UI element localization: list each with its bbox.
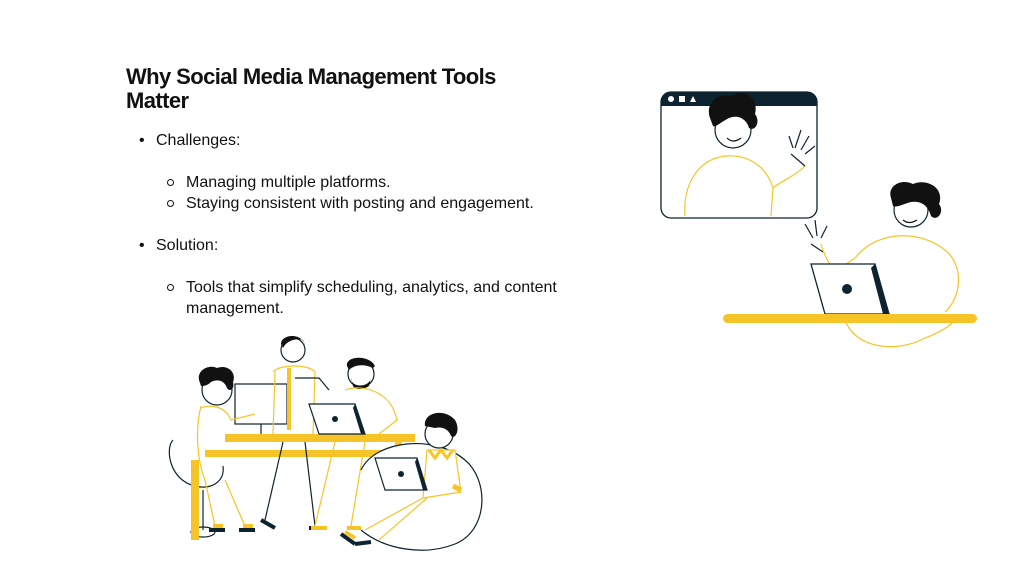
bullet-solution: Solution:: [139, 235, 599, 256]
slide-title: Why Social Media Management Tools Matter: [126, 64, 496, 113]
sub-bullet-tools: Tools that simplify scheduling, analytic…: [139, 277, 599, 319]
bullet-challenges: Challenges:: [139, 130, 599, 151]
video-call-illustration: [660, 91, 977, 348]
team-collaboration-illustration: [168, 336, 483, 551]
bullet-list: Challenges: Managing multiple platforms.…: [139, 130, 599, 319]
sub-bullet-platforms: Managing multiple platforms.: [139, 172, 599, 193]
sub-bullet-consistency: Staying consistent with posting and enga…: [139, 193, 599, 214]
